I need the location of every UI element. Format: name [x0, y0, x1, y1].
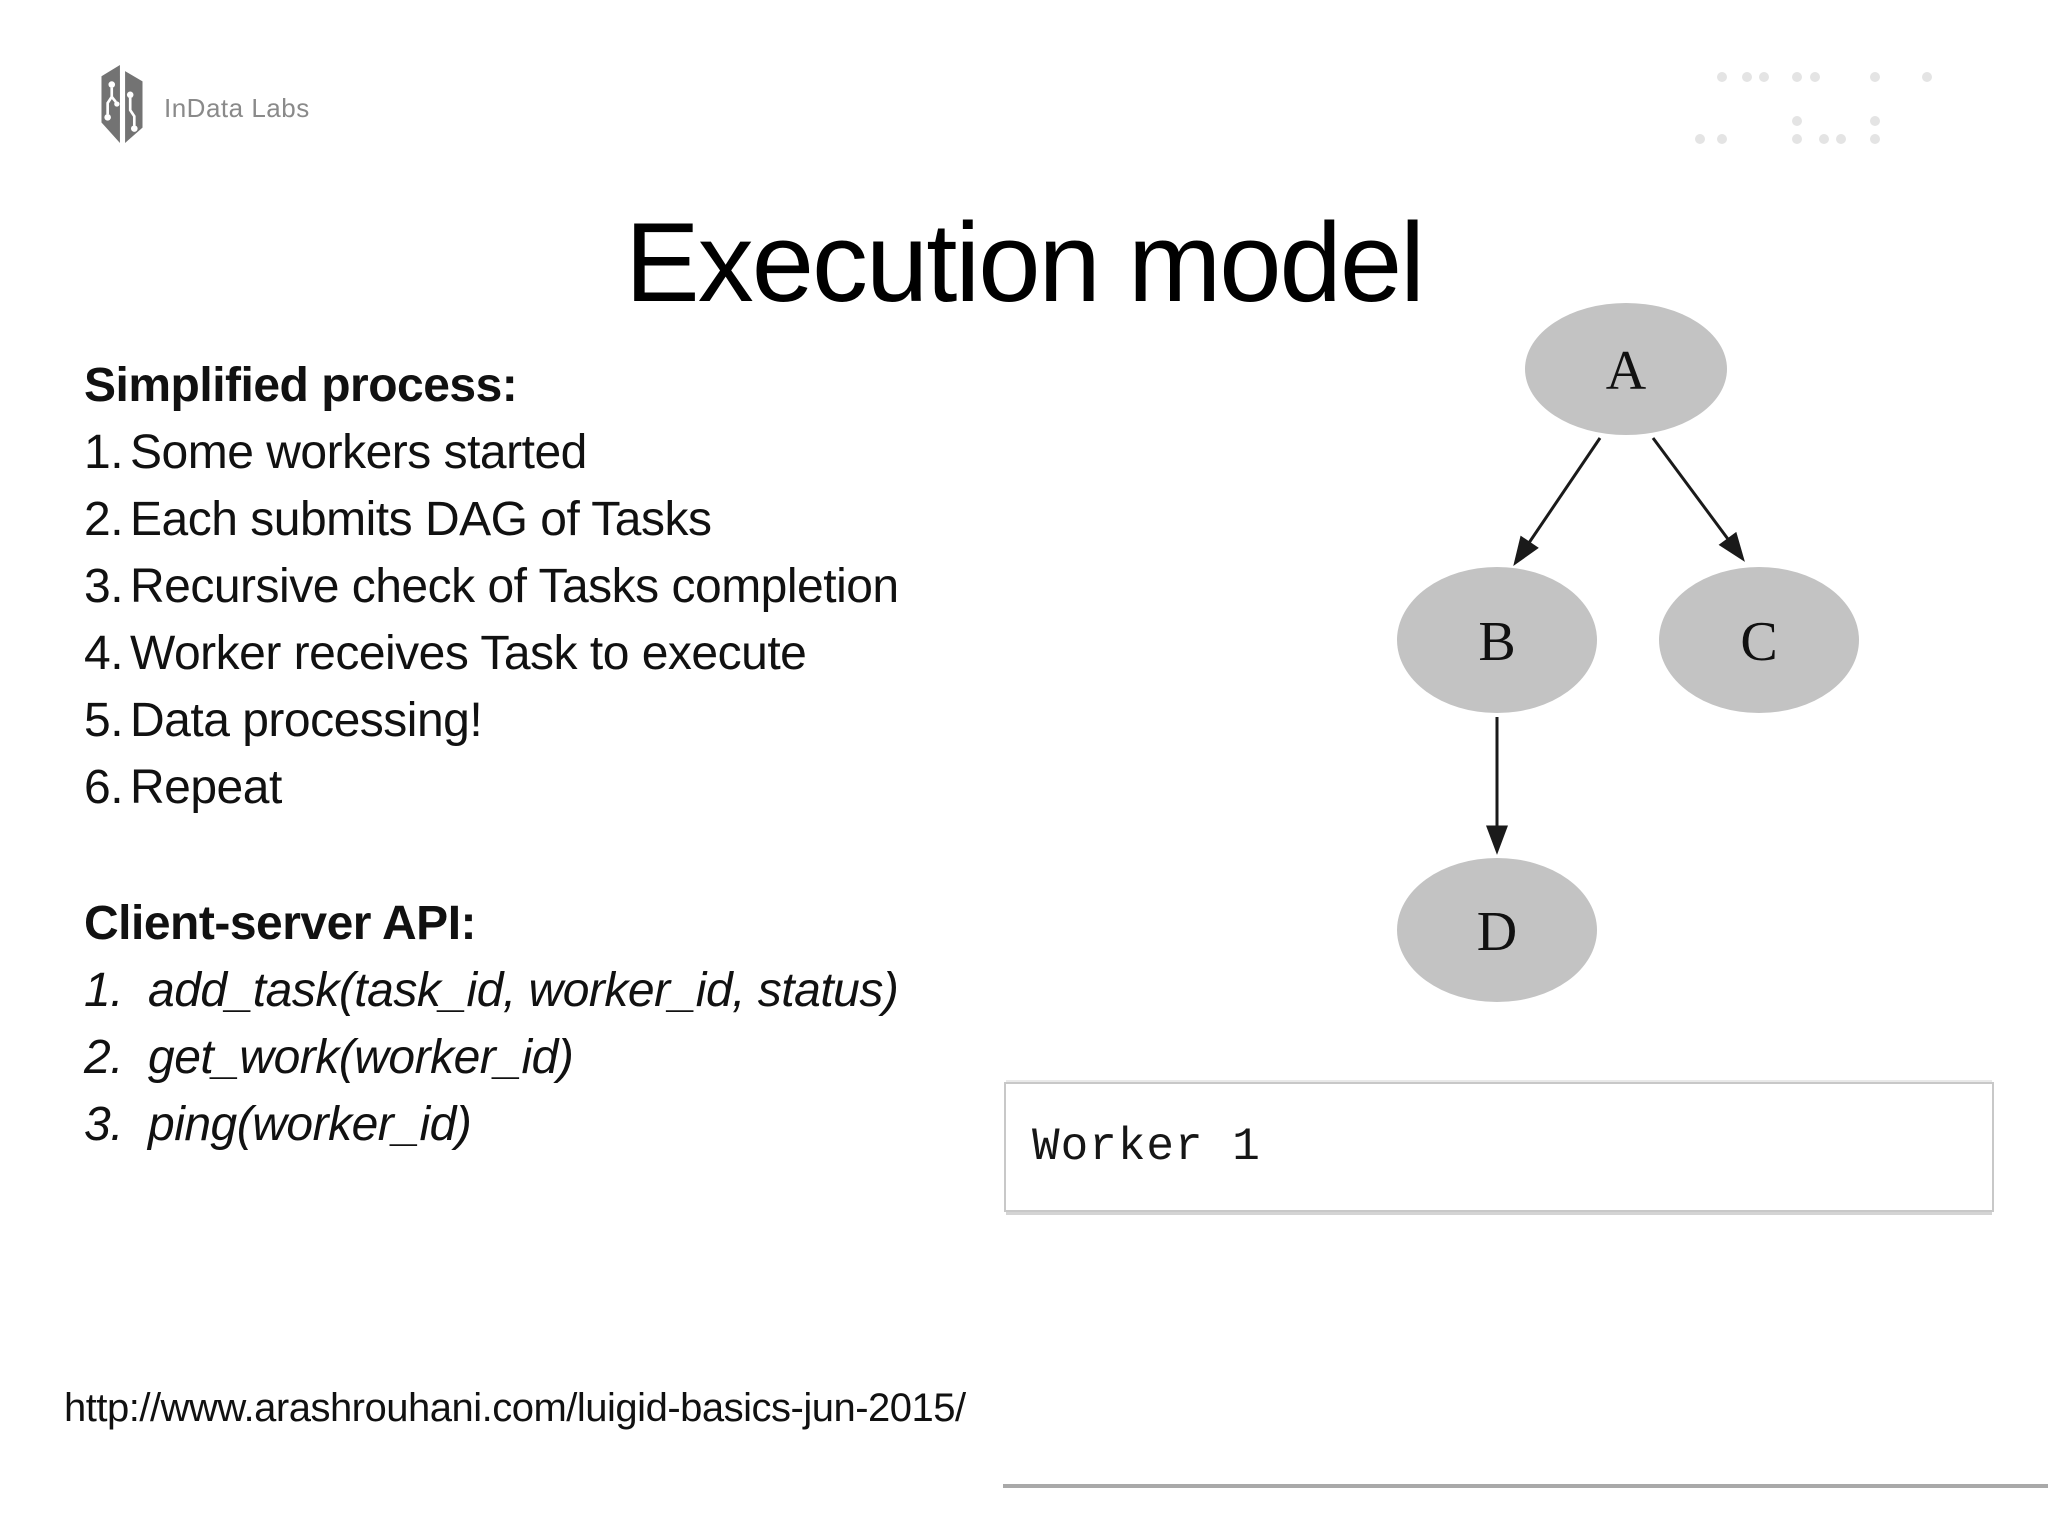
- dag-node-B: [1397, 567, 1597, 713]
- decor-dot: [1759, 72, 1769, 82]
- decor-dot: [1717, 134, 1727, 144]
- list-item-text: Each submits DAG of Tasks: [130, 493, 712, 546]
- list-item-text: add_task(task_id, worker_id, status): [148, 964, 899, 1017]
- simplified-process-heading: Simplified process:: [84, 359, 518, 412]
- decor-dot: [1870, 72, 1880, 82]
- list-item-number: 3.: [84, 1098, 124, 1151]
- list-item-number: 2.: [84, 1031, 124, 1084]
- list-item-number: 1.: [84, 426, 124, 479]
- list-item-number: 5.: [84, 694, 124, 747]
- decor-dot: [1870, 116, 1880, 126]
- list-item-text: Data processing!: [130, 694, 483, 747]
- worker-terminal-panel: Worker 1: [1004, 1082, 1994, 1212]
- list-item: 3. ping(worker_id): [84, 1091, 898, 1158]
- decor-dot: [1819, 134, 1829, 144]
- dag-node-label: C: [1740, 611, 1777, 673]
- list-item: 2.Each submits DAG of Tasks: [84, 486, 899, 553]
- client-server-api-list: 1. add_task(task_id, worker_id, status) 2.…: [84, 957, 899, 1158]
- list-item-text: Recursive check of Tasks completion: [130, 560, 899, 613]
- dag-edge-A-C: [1651, 437, 1745, 562]
- worker-label: Worker 1: [1032, 1121, 1261, 1173]
- list-item: 1. add_task(task_id, worker_id, status): [84, 957, 899, 1024]
- list-item-number: 2.: [84, 493, 124, 546]
- indata-labs-logo: InData Labs: [98, 64, 310, 144]
- decor-dot: [1742, 72, 1752, 82]
- list-item-text: Some workers started: [130, 426, 587, 479]
- decor-dot: [1717, 72, 1727, 82]
- dag-node-label: B: [1478, 611, 1515, 673]
- decor-dot: [1870, 134, 1880, 144]
- dag-diagram: A B C D: [1397, 303, 1859, 1002]
- decor-dot: [1792, 72, 1802, 82]
- list-item: 1.Some workers started: [84, 419, 899, 486]
- list-item: 6.Repeat: [84, 754, 899, 821]
- client-server-api-section: Client-server API: 1. add_task(task_id, w…: [84, 890, 899, 1158]
- logo-text: InData Labs: [164, 92, 310, 123]
- list-item-number: 6.: [84, 761, 124, 814]
- list-item-text: Worker receives Task to execute: [130, 627, 807, 680]
- simplified-process-section: Simplified process: 1.Some workers start…: [84, 352, 899, 821]
- decor-dot: [1792, 134, 1802, 144]
- bottom-divider: [1003, 1484, 2048, 1488]
- list-item: 4.Worker receives Task to execute: [84, 620, 899, 687]
- list-item-text: Repeat: [130, 761, 282, 814]
- list-item-text: get_work(worker_id): [148, 1031, 574, 1084]
- source-url: http://www.arashrouhani.com/luigid-basic…: [64, 1386, 966, 1430]
- list-item-number: 3.: [84, 560, 124, 613]
- dag-node-label: A: [1606, 340, 1647, 402]
- decor-dot: [1792, 116, 1802, 126]
- list-item-number: 4.: [84, 627, 124, 680]
- client-server-api-heading: Client-server API:: [84, 897, 477, 950]
- indata-labs-logo-icon: [101, 65, 143, 143]
- page-title: Execution model: [624, 200, 1425, 326]
- list-item: 5.Data processing!: [84, 687, 899, 754]
- decor-dot: [1922, 72, 1932, 82]
- decor-dot: [1836, 134, 1846, 144]
- dag-node-label: D: [1477, 901, 1517, 963]
- dag-node-A: [1525, 303, 1727, 435]
- list-item-text: ping(worker_id): [148, 1098, 472, 1151]
- dag-node-C: [1659, 567, 1859, 713]
- list-item: 3.Recursive check of Tasks completion: [84, 553, 899, 620]
- list-item: 2. get_work(worker_id): [84, 1024, 898, 1091]
- decor-dot: [1695, 134, 1705, 144]
- dag-edge-A-B: [1513, 437, 1602, 567]
- decor-dot: [1810, 72, 1820, 82]
- list-item-number: 1.: [84, 964, 124, 1017]
- dag-node-D: [1397, 858, 1597, 1002]
